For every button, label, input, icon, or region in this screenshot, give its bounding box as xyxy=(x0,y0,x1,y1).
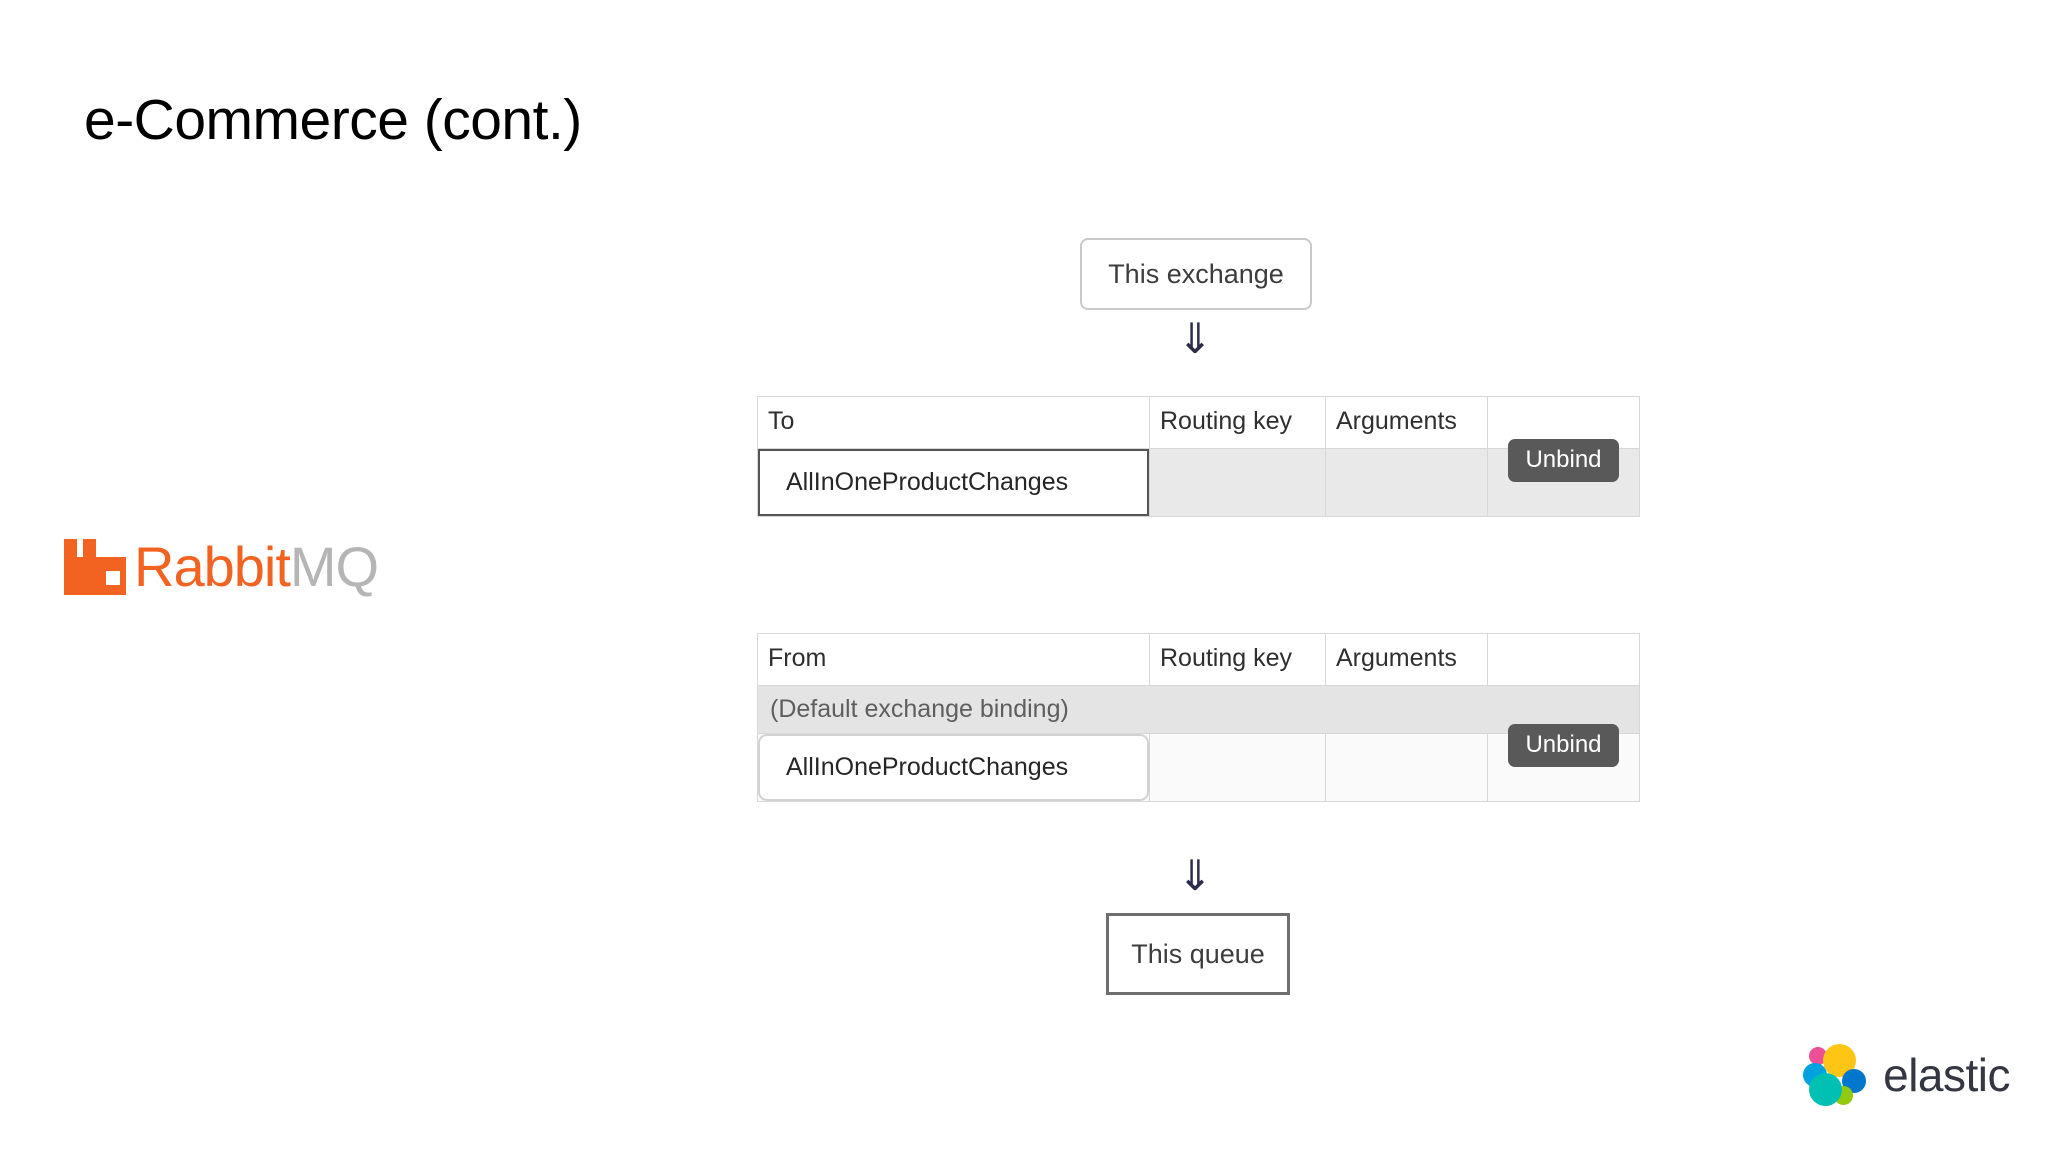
default-exchange-binding-row: (Default exchange binding) xyxy=(757,685,1640,734)
binding-name-cell: AllInOneProductChanges xyxy=(757,733,1150,802)
column-header-arguments: Arguments xyxy=(1325,633,1488,686)
to-bindings-table: To Routing key Arguments AllInOneProduct… xyxy=(757,396,1640,517)
action-cell: Unbind xyxy=(1487,438,1640,517)
column-header-routing-key: Routing key xyxy=(1149,633,1326,686)
unbind-button[interactable]: Unbind xyxy=(1508,438,1619,483)
elastic-mark-icon xyxy=(1801,1044,1867,1106)
from-bindings-table: From Routing key Arguments (Default exch… xyxy=(757,633,1640,802)
action-cell: Unbind xyxy=(1487,723,1640,802)
rabbitmq-wordmark-rabbit: Rabbit xyxy=(134,535,291,598)
column-header-from: From xyxy=(757,633,1150,686)
double-down-arrow-icon: ⇓ xyxy=(1177,852,1213,899)
routing-key-cell xyxy=(1149,448,1326,517)
table-row: AllInOneProductChanges Unbind xyxy=(757,723,1640,802)
flow-node-this-queue: This queue xyxy=(1106,913,1290,995)
unbind-button[interactable]: Unbind xyxy=(1508,723,1619,768)
page-title: e-Commerce (cont.) xyxy=(84,88,582,152)
elastic-logo: elastic xyxy=(1801,1040,2010,1110)
flow-node-this-exchange: This exchange xyxy=(1080,238,1312,310)
column-header-routing-key: Routing key xyxy=(1149,396,1326,449)
rabbitmq-wordmark-mq: MQ xyxy=(289,535,379,598)
arguments-cell xyxy=(1325,733,1488,802)
table-header-row: To Routing key Arguments xyxy=(757,396,1640,449)
column-header-to: To xyxy=(757,396,1150,449)
binding-target-link[interactable]: AllInOneProductChanges xyxy=(758,449,1149,516)
double-down-arrow-icon: ⇓ xyxy=(1177,315,1213,362)
elastic-wordmark: elastic xyxy=(1883,1049,2010,1101)
table-header-row: From Routing key Arguments xyxy=(757,633,1640,686)
arguments-cell xyxy=(1325,448,1488,517)
routing-key-cell xyxy=(1149,733,1326,802)
rabbitmq-wordmark: RabbitMQ xyxy=(134,539,379,595)
table-row: AllInOneProductChanges Unbind xyxy=(757,438,1640,517)
column-header-arguments: Arguments xyxy=(1325,396,1488,449)
rabbitmq-mark-icon xyxy=(62,539,128,595)
column-header-actions xyxy=(1487,633,1640,686)
binding-name-cell: AllInOneProductChanges xyxy=(757,448,1150,517)
default-exchange-binding-note: (Default exchange binding) xyxy=(757,685,1640,734)
flow-node-this-exchange-label: This exchange xyxy=(1108,258,1284,289)
flow-node-this-queue-label: This queue xyxy=(1131,938,1265,969)
binding-source-link[interactable]: AllInOneProductChanges xyxy=(758,734,1149,801)
rabbitmq-logo: RabbitMQ xyxy=(62,532,379,602)
